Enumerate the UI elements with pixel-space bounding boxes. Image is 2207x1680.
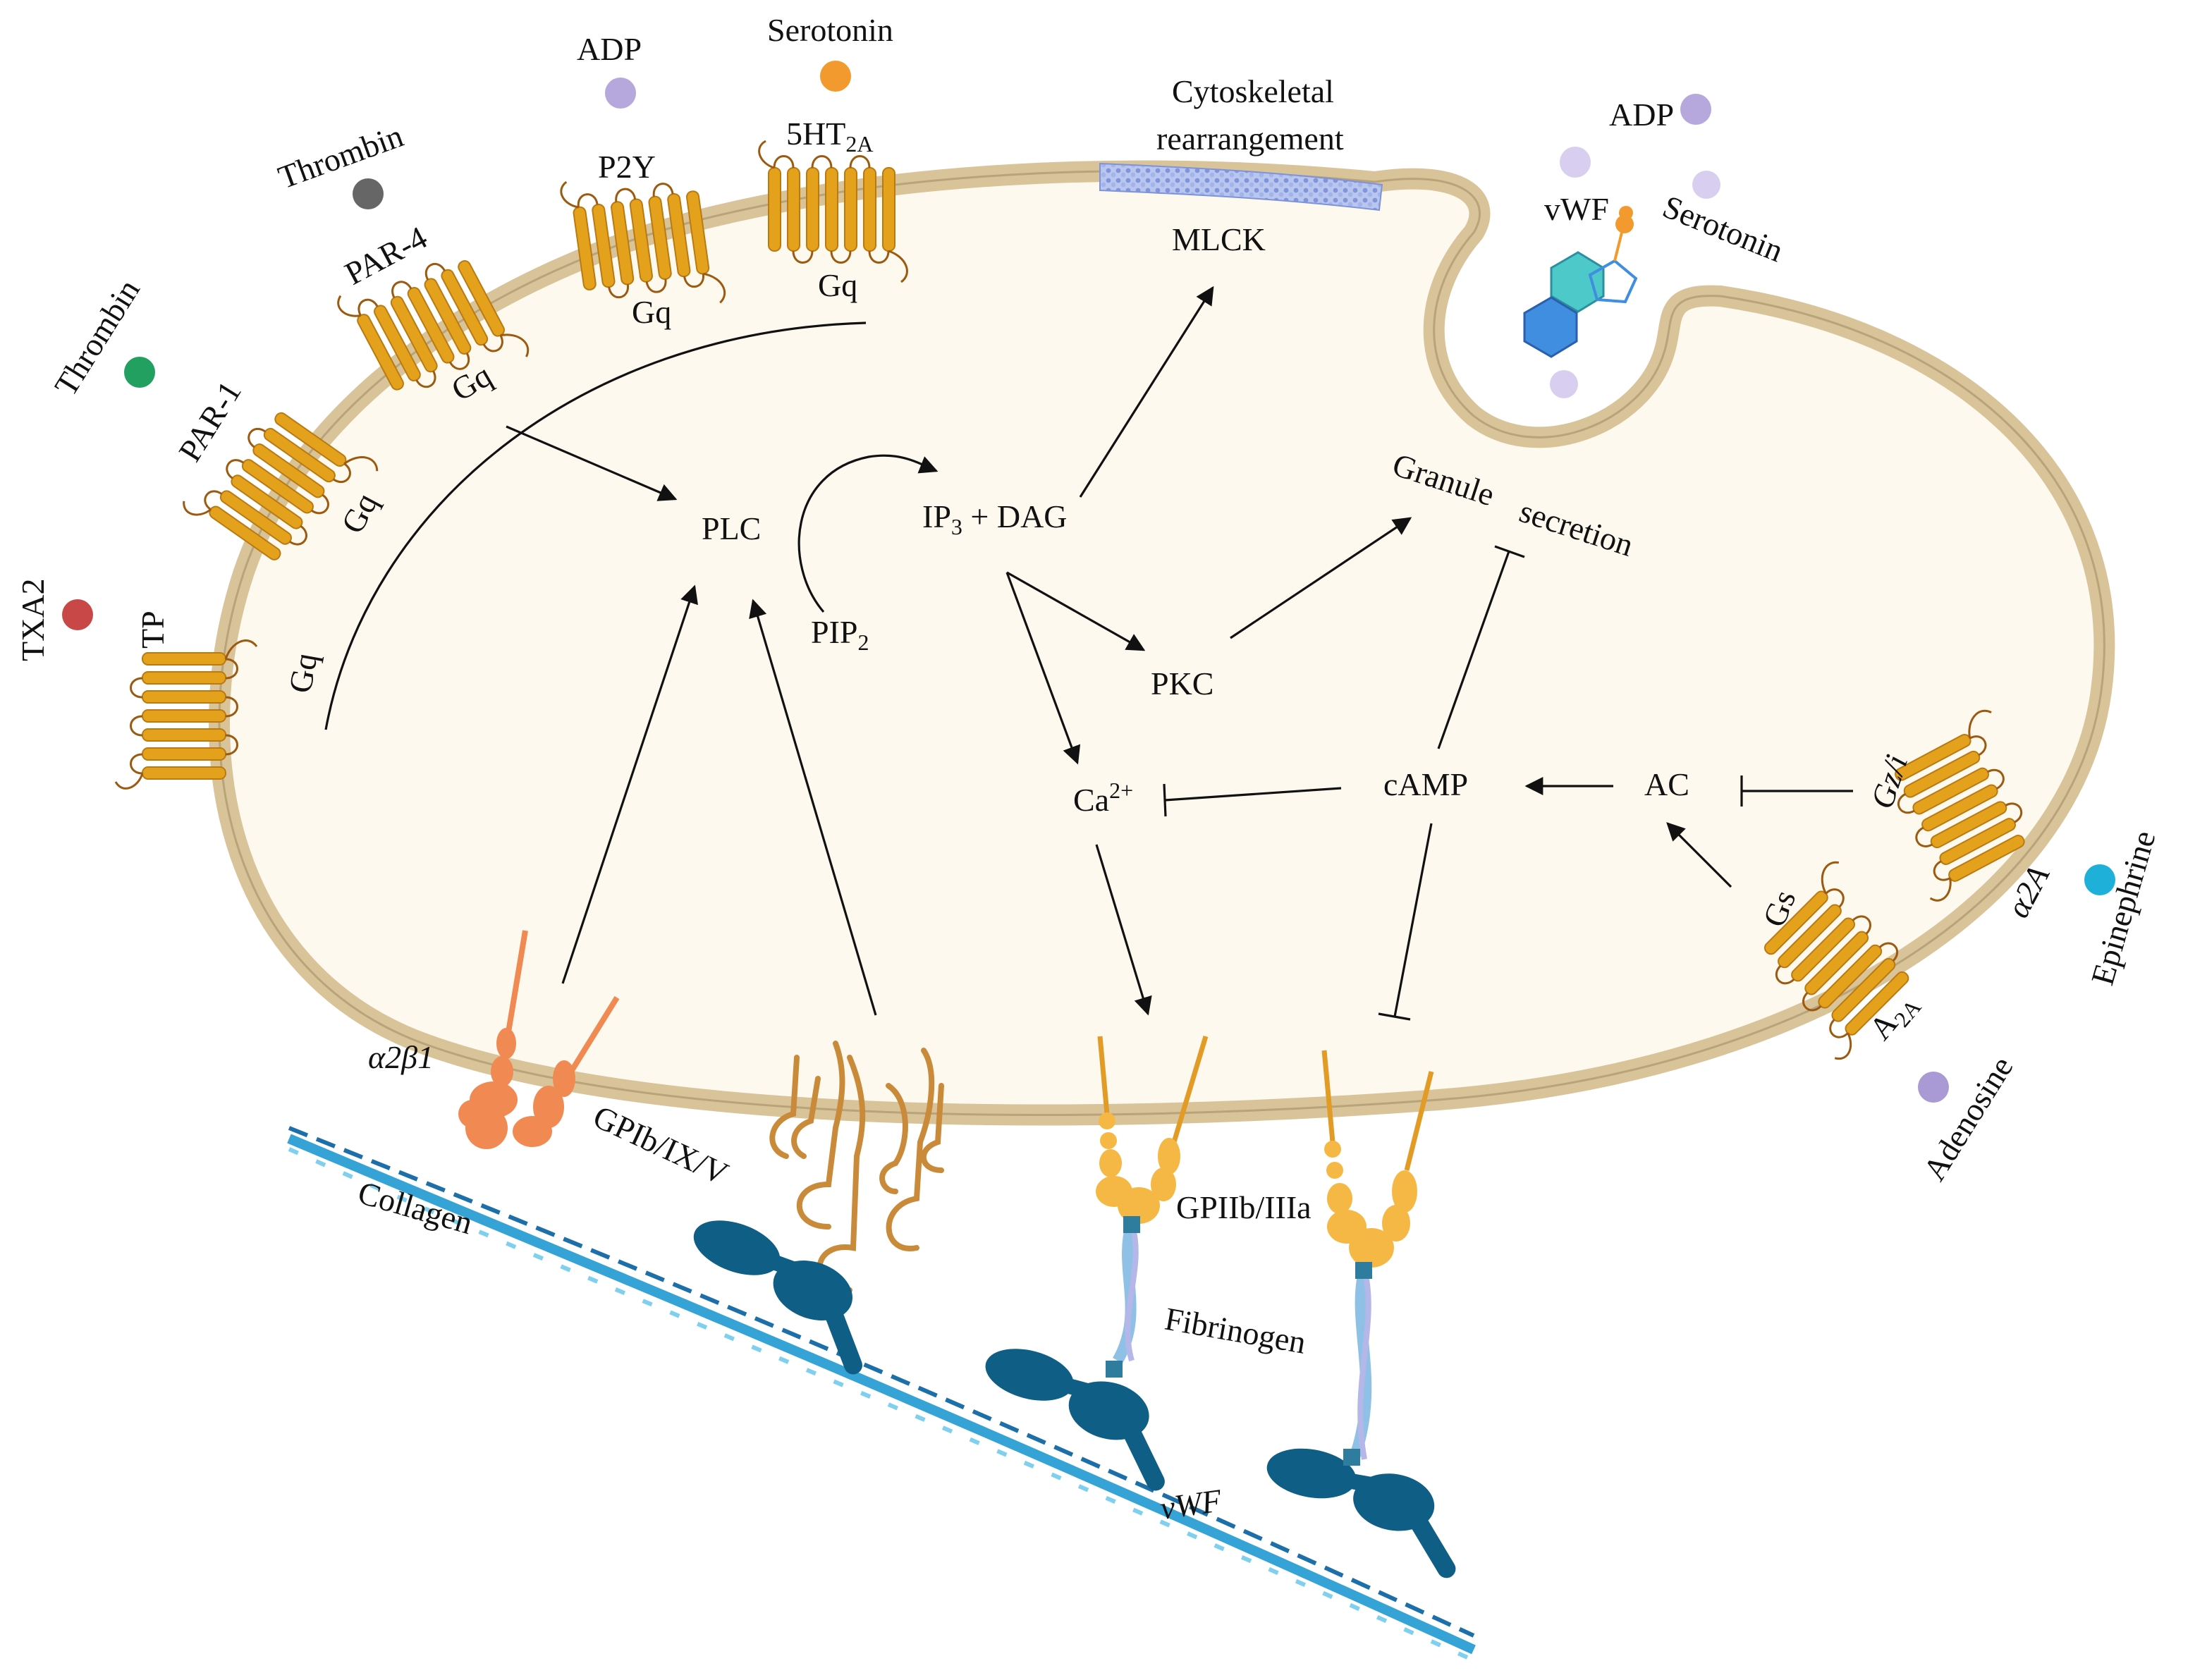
rearrangement-label: rearrangement <box>1156 121 1344 157</box>
txa2-ligand-icon <box>62 599 93 630</box>
edge-pip2-cycle <box>797 454 939 613</box>
ac-label: AC <box>1644 766 1689 802</box>
edge-gs-to-ac <box>1666 822 1732 888</box>
alpha2beta1-integrin-icon <box>458 930 620 1149</box>
adp-right-ligand-icon <box>1680 94 1711 125</box>
collagen-fiber-icon <box>287 1126 1476 1662</box>
gpib-label: GPIb/IX/V <box>588 1098 734 1192</box>
vwf-fibrinogen-1-icon <box>967 1340 1180 1482</box>
cytoskeletal-label: Cytoskeletal <box>1172 73 1334 109</box>
ip3-sub: 3 <box>951 514 962 539</box>
edge-ca-to-gpiib <box>1095 844 1152 1016</box>
edge-gq-to-plc <box>506 425 678 501</box>
5ht2a-label: 5HT2A <box>786 116 873 157</box>
thrombin-top-ligand-icon <box>353 178 384 209</box>
par4-label: PAR-4 <box>339 219 433 292</box>
ip3-dag-label: IP3 + DAG <box>922 498 1068 539</box>
gq-p2y-label: Gq <box>632 294 671 330</box>
edge-ip3-to-ca <box>1005 572 1081 765</box>
serotonin-top-label: Serotonin <box>767 12 893 48</box>
p2y-label: P2Y <box>598 149 656 185</box>
edge-ip3-to-mlck <box>1079 286 1214 498</box>
pip2-main: PIP <box>811 614 857 650</box>
pkc-label: PKC <box>1151 666 1213 701</box>
edge-a2b1-to-plc <box>561 584 698 984</box>
gpiib-iiia-integrin-2-icon <box>1321 1050 1434 1466</box>
pale-ligand-icon-2 <box>1692 171 1720 199</box>
fibrinogen-label: Fibrinogen <box>1162 1301 1309 1361</box>
actin-filament-icon <box>1099 162 1383 211</box>
par1-label: PAR-1 <box>171 374 248 467</box>
edge-camp-inhibit-ca <box>1164 787 1342 802</box>
edge-gpib-to-plc <box>749 599 877 1016</box>
collagen-label: Collagen <box>354 1175 477 1241</box>
ip3-main: IP <box>922 498 951 534</box>
gpiib-iiia-integrin-1-icon <box>1096 1035 1209 1378</box>
epinephrine-ligand-icon <box>2084 864 2115 895</box>
adp-top-ligand-icon <box>605 78 636 109</box>
ca-main: Ca <box>1073 782 1109 818</box>
adp-right-label: ADP <box>1609 97 1674 133</box>
edge-ip3-to-pkc <box>1006 571 1146 651</box>
serotonin-molecule-icon <box>1523 206 1638 358</box>
edge-camp-inhibit-granule <box>1437 551 1510 749</box>
thrombin-left-ligand-icon <box>124 357 155 388</box>
plc-label: PLC <box>702 510 761 546</box>
tp-label: TP <box>135 611 171 649</box>
inhibit-bar-gpiib <box>1378 1012 1411 1021</box>
pale-ligand-icon <box>1560 147 1591 178</box>
gq-tp-label: Gq <box>282 651 324 696</box>
gpib-ix-v-receptor-icon <box>769 1041 944 1293</box>
serotonin-right-label: Serotonin <box>1658 188 1788 269</box>
pale-ligand-icon-3 <box>1550 370 1578 398</box>
inhibit-bar-granule <box>1494 545 1525 558</box>
ip3-rest: + DAG <box>962 498 1068 534</box>
mlck-label: MLCK <box>1172 221 1266 257</box>
5ht2a-sub: 2A <box>845 131 873 157</box>
thrombin-top-label: Thrombin <box>274 118 408 196</box>
gpiib-label: GPIIb/IIIa <box>1176 1189 1312 1225</box>
adenosine-ligand-icon <box>1918 1072 1949 1103</box>
adp-top-label: ADP <box>577 31 642 67</box>
txa2-label: TXA2 <box>15 578 51 661</box>
pip2-sub: 2 <box>857 630 869 655</box>
edge-pkc-to-granule <box>1230 517 1412 639</box>
edge-gq-arc <box>324 321 867 730</box>
edge-camp-inhibit-gpiib <box>1393 823 1433 1017</box>
vwf-bottom-label: vWF <box>1158 1482 1224 1526</box>
vwf-granule-label: vWF <box>1544 191 1609 227</box>
adenosine-label: Adenosine <box>1916 1050 2020 1187</box>
epinephrine-label: Epinephrine <box>2084 827 2163 989</box>
5ht2a-main: 5HT <box>786 116 845 152</box>
gq-5ht-label: Gq <box>818 267 857 303</box>
alpha2beta1-label: α2β1 <box>368 1039 434 1075</box>
pip2-label: PIP2 <box>811 614 869 655</box>
ca-sup: 2+ <box>1109 778 1133 803</box>
serotonin-top-ligand-icon <box>820 61 851 92</box>
camp-label: cAMP <box>1383 766 1468 802</box>
ca-label: Ca2+ <box>1073 778 1133 818</box>
inhibit-bar-ca <box>1163 783 1167 817</box>
